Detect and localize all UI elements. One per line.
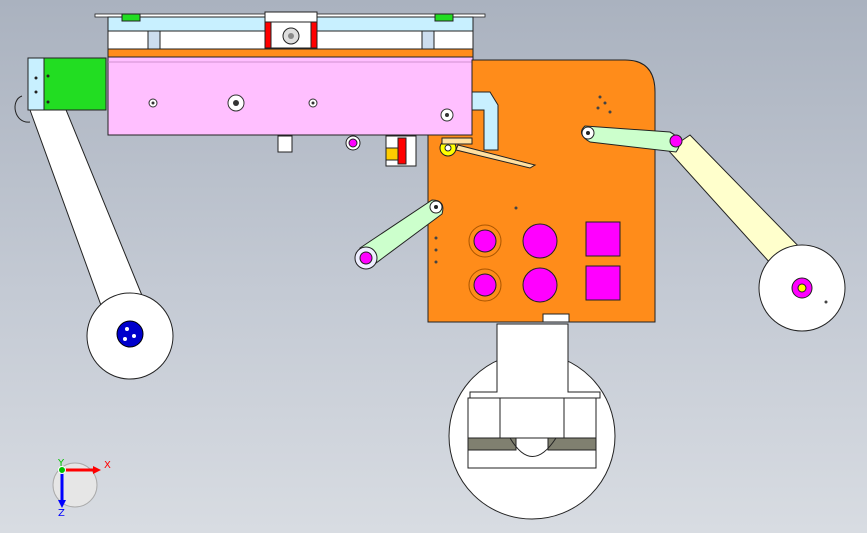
z-axis-label: Z — [58, 508, 65, 519]
top-clamp — [264, 11, 318, 49]
right-upper-link — [580, 125, 683, 153]
y-axis-arrow — [58, 466, 66, 474]
right-roller — [758, 244, 846, 332]
red-sensor-block — [385, 135, 417, 167]
small-bracket — [277, 135, 293, 153]
pink-housing — [107, 56, 474, 136]
bottom-wheel-assembly — [448, 313, 616, 520]
green-mount-block — [27, 57, 107, 111]
small-pulley — [345, 135, 361, 151]
axis-triad: X Y Z — [52, 458, 111, 519]
orange-strip — [107, 48, 474, 58]
y-axis-label: Y — [57, 458, 65, 469]
x-axis-label: X — [104, 460, 111, 471]
plate-holes — [468, 221, 621, 303]
cutter-lever — [439, 91, 537, 169]
left-roller — [86, 292, 174, 380]
left-lower-link — [354, 199, 444, 270]
